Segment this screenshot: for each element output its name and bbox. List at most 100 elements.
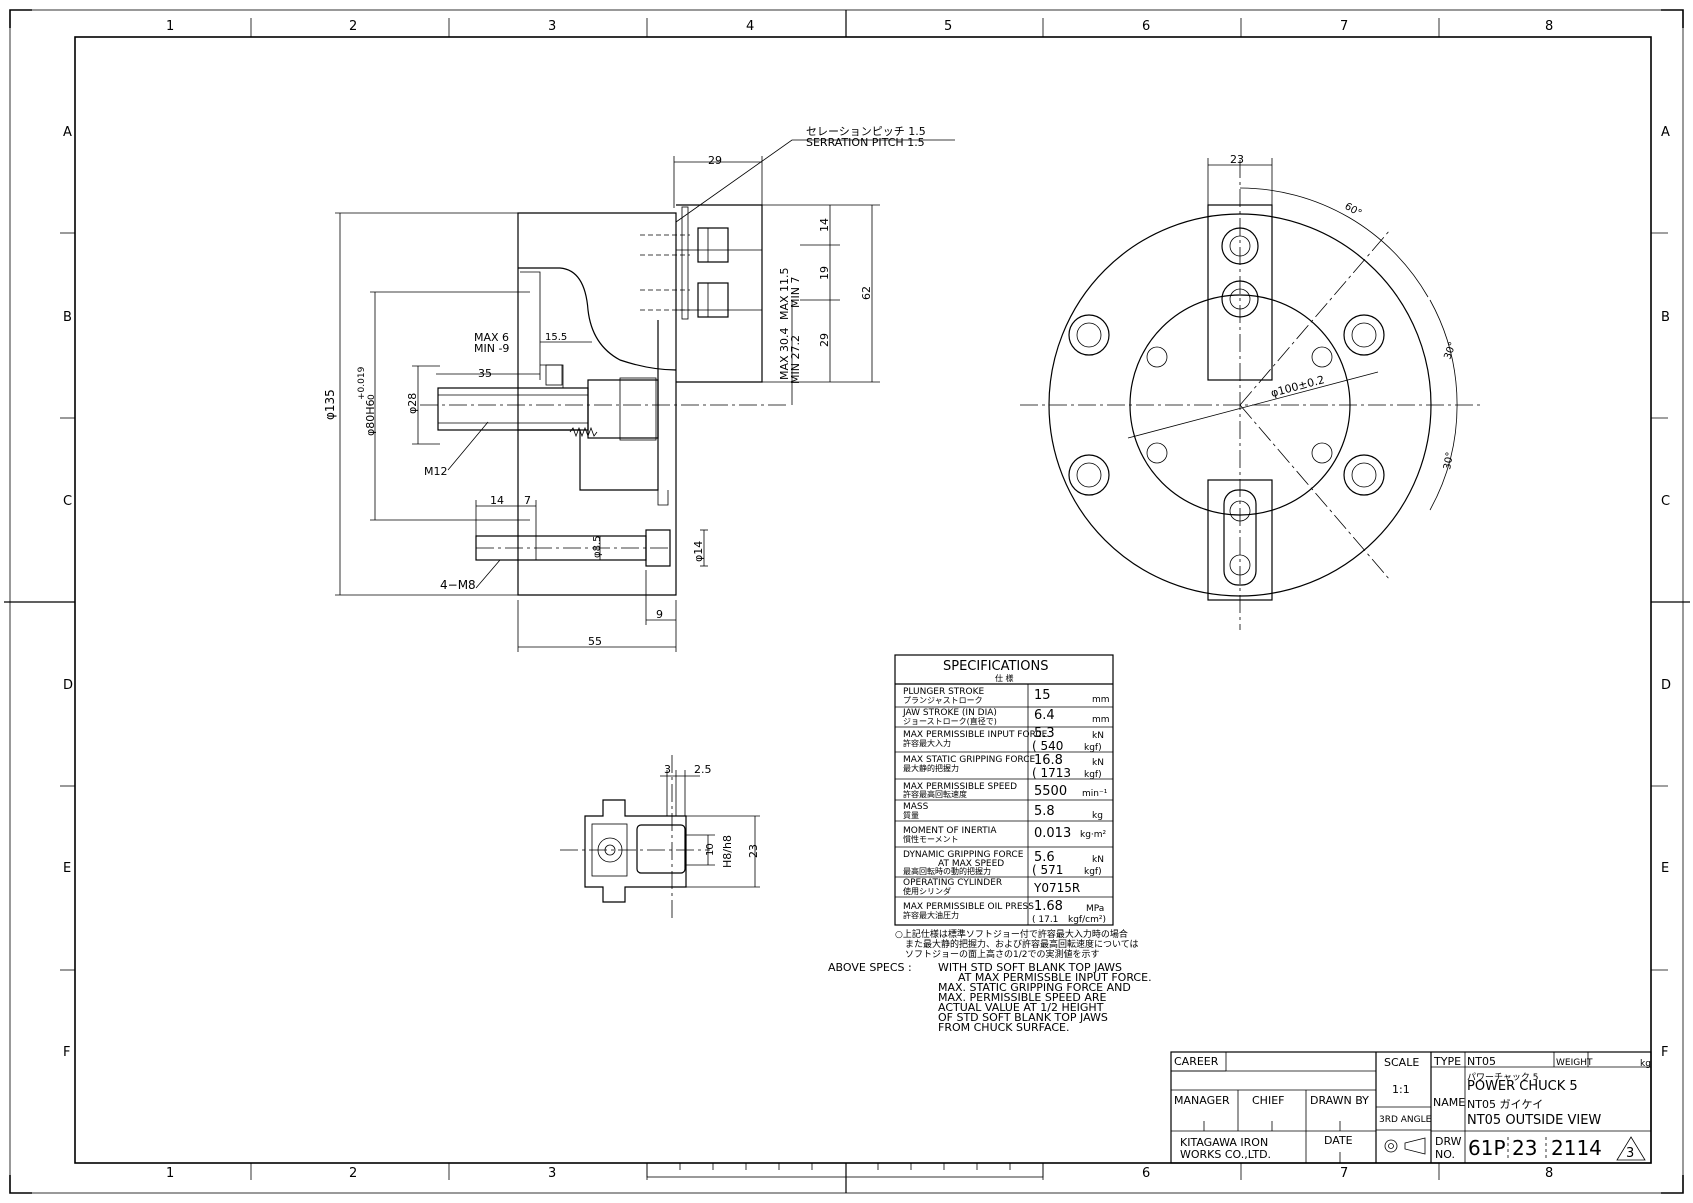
spec-unit: kN [1092,731,1104,741]
spec-value-2: ( 17.1 [1032,915,1058,925]
company-line-2: WORKS CO.,LTD. [1180,1148,1271,1161]
col-label: 1 [166,19,174,34]
dim-15-5: 15.5 [545,332,567,343]
spec-label: MASS [903,802,929,812]
drw-number-1: 61P [1468,1136,1506,1160]
col-label: 6 [1142,19,1150,34]
dim-h8: H8/h8 [721,835,734,868]
spec-unit: kg·m² [1080,830,1107,840]
col-label: 8 [1545,1166,1553,1181]
row-label: E [63,861,71,876]
spec-value: 5500 [1034,784,1067,799]
row-label: B [1661,310,1670,325]
spec-label: MAX STATIC GRIPPING FORCE [903,755,1036,765]
spec-value-2: ( 1713 [1032,766,1071,780]
chief-label: CHIEF [1252,1094,1284,1107]
spec-unit: kg [1092,811,1103,821]
name-en-1: POWER CHUCK 5 [1467,1079,1578,1094]
spec-label-jp: ジョーストローク(直径で) [903,716,997,726]
dim-19: 19 [818,266,831,280]
dim-29-right: 29 [818,333,831,347]
note-en-line: ACTUAL VALUE AT 1/2 HEIGHT [938,1001,1104,1014]
angle-30-bottom: 30° [1442,451,1456,470]
spec-label: PLUNGER STROKE [903,687,985,697]
spec-unit: MPa [1086,904,1104,914]
spec-label-jp: 最大静的把握力 [903,763,959,773]
dim-23-jaw: 23 [747,844,760,858]
row-label: C [1661,494,1670,509]
date-label: DATE [1324,1134,1353,1147]
drw-label: NO. [1435,1148,1455,1161]
grid-labels: 1 2 3 4 5 6 7 8 1 2 3 6 7 8 A B C D E F … [63,19,1671,1181]
dim-55: 55 [588,635,602,648]
row-label: F [1661,1045,1668,1060]
spec-label: MAX PERMISSIBLE INPUT FORCE [903,730,1048,740]
m12-label: M12 [424,465,448,478]
spec-value: 6.4 [1034,708,1055,723]
third-angle-icon [1384,1137,1426,1155]
col-label: 3 [548,19,556,34]
dim-35: 35 [478,367,492,380]
drawn-by-label: DRAWN BY [1310,1094,1369,1107]
dim-2-5: 2.5 [694,763,712,776]
dim-3: 3 [664,763,671,776]
note-en-line: WITH STD SOFT BLANK TOP JAWS [938,961,1122,974]
spec-label: MAX PERMISSIBLE OIL PRESS [903,902,1034,912]
spec-title-jp: 仕 様 [995,673,1014,683]
col-label: 6 [1142,1166,1150,1181]
dim-62: 62 [860,286,873,300]
note-jp-line: また最大静的把握力、および許容最高回転速度については [905,938,1139,950]
spec-unit-2: kgf) [1084,867,1102,877]
weight-label: WEIGHT [1556,1058,1593,1068]
note-en-line: MAX. PERMISSIBLE SPEED ARE [938,991,1106,1004]
dim-tol-upper: +0.019 [357,366,367,400]
spec-unit: mm [1092,695,1110,705]
dim-phi8-5: φ8.5 [592,536,603,559]
revision-number: 3 [1626,1146,1634,1161]
dim-phi14: φ14 [692,541,705,562]
spec-label-jp: 慣性モーメント [903,834,959,844]
spec-label-jp: プランジャストローク [903,696,983,705]
spec-label-jp: 使用シリンダ [903,886,951,896]
spec-label-jp: 許容最大入力 [903,738,951,748]
col-label: 2 [349,19,357,34]
note-en-line: MAX. STATIC GRIPPING FORCE AND [938,981,1131,994]
spec-label: JAW STROKE (IN DIA) [902,708,997,718]
type-label: TYPE [1433,1055,1461,1068]
col-label: 2 [349,1166,357,1181]
row-label: B [63,310,72,325]
spec-value: 5.8 [1034,804,1055,819]
dim-7: 7 [524,494,531,507]
dim-max-6: MAX 6 [474,331,509,344]
dim-phi135: φ135 [323,389,337,420]
spec-value: 16.8 [1034,753,1063,768]
scale-label: SCALE [1384,1056,1419,1069]
name-en-2: NT05 OUTSIDE VIEW [1467,1113,1601,1128]
dim-tol-lower: 0 [367,394,377,400]
dim-max-30-4: MAX 30.4 [778,327,791,380]
dim-min-7: MIN 7 [789,277,802,308]
row-label: F [63,1045,70,1060]
m8-label: 4−M8 [440,578,476,592]
angle-label: 3RD ANGLE [1379,1115,1432,1125]
col-label: 5 [944,19,952,34]
col-label: 3 [548,1166,556,1181]
spec-unit-2: kgf) [1084,743,1102,753]
row-label: A [63,125,72,140]
specifications-table: SPECIFICATIONS 仕 様 PLUNGER STROKE プランジャス… [828,654,1152,1034]
side-view: セレーションピッチ 1.5 SERRATION PITCH 1.5 29 14 … [323,125,955,652]
note-jp-line: ソフトジョーの面上高さの1/2での実測値を示す [905,948,1100,960]
row-label: C [63,494,72,509]
dim-max-11-5: MAX 11.5 [778,267,791,320]
company-line-1: KITAGAWA IRON [1180,1136,1268,1149]
scale-ruler [646,1162,1044,1178]
spec-label: MOMENT OF INERTIA [903,826,997,836]
col-label: 8 [1545,19,1553,34]
spec-unit: kN [1092,758,1104,768]
serration-jp-label: セレーションピッチ 1.5 [806,125,926,138]
revision-triangle-icon [1616,1136,1646,1161]
spec-unit-2: kgf/cm²) [1068,915,1106,925]
grid-ticks [60,18,1668,1180]
spec-label-jp: 質量 [903,810,919,820]
